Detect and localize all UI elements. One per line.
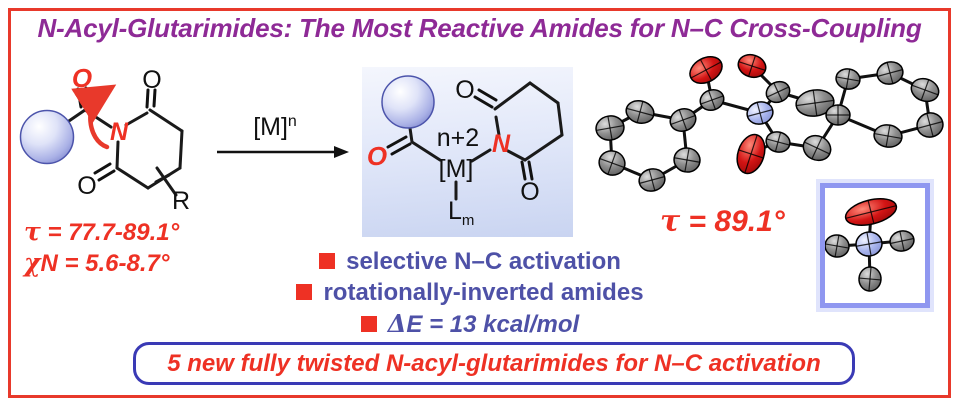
carbon-ellipsoid [835, 68, 861, 90]
imide-oxygen-bottom-label: O [77, 172, 96, 200]
arrowhead-icon [334, 146, 349, 158]
ligand-label: Lm [448, 197, 474, 229]
nitrogen-ellipsoid [855, 231, 883, 257]
r-group-label: R [172, 187, 190, 215]
bullet-square-icon [360, 315, 377, 332]
highlight-banner: 5 new fully twisted N-acyl-glutarimides … [133, 342, 855, 385]
metal-condition-label: [M]n [253, 113, 297, 141]
list-item: selective N–C activation [260, 246, 680, 277]
bullet-square-icon [319, 252, 336, 269]
oxygen-ellipsoid [844, 198, 898, 226]
nitrogen-ellipsoid [746, 101, 774, 125]
carbon-ellipsoid [595, 115, 625, 141]
metal-complex-structure: O n+2 [M] N O O Lm [367, 75, 564, 229]
tau-symbol: τ [660, 204, 681, 239]
bullet-square-icon [296, 283, 313, 300]
aryl-sphere [381, 75, 435, 129]
nitrogen-label: N [492, 130, 511, 158]
chi-range-label: χN = 5.6-8.7° [24, 248, 170, 277]
carbon-ellipsoid [916, 112, 944, 138]
carbon-ellipsoid [910, 77, 940, 103]
carbon-ellipsoid [598, 150, 626, 176]
figure-title: N-Acyl-Glutarimides: The Most Reactive A… [37, 13, 922, 43]
chi-symbol: χ [24, 248, 41, 277]
tau-symbol: τ [24, 217, 41, 246]
carbon-ellipsoid [889, 230, 915, 252]
carbon-ellipsoid [858, 266, 882, 292]
carbon-ellipsoid [876, 61, 904, 85]
acyl-oxygen-label: O [367, 141, 387, 171]
nitrogen-label: N [110, 118, 129, 146]
acyl-oxygen-label: O [72, 63, 92, 93]
banner-text: 5 new fully twisted N-acyl-glutarimides … [167, 349, 821, 377]
aryl-sphere [19, 109, 75, 165]
bonds [386, 81, 564, 201]
oxygen-ellipsoid [737, 53, 767, 79]
carbon-ellipsoid [673, 147, 701, 173]
carbon-ellipsoid [669, 107, 697, 133]
imide-oxygen-bottom-label: O [520, 178, 539, 206]
xray-crystal-structure [595, 53, 944, 192]
imide-oxygen-top-label: O [455, 76, 474, 104]
oxygen-ellipsoid [689, 55, 723, 85]
n-acyl-glutarimide-structure: O N O O R [19, 63, 190, 215]
list-item: ΔE = 13 kcal/mol [260, 308, 680, 340]
carbon-ellipsoid [765, 80, 791, 104]
carbon-ellipsoid [625, 100, 655, 124]
key-points-list: selective N–C activation rotationally-in… [260, 246, 680, 340]
carbon-ellipsoid [825, 234, 850, 258]
carbon-ellipsoid [802, 134, 832, 162]
oxidation-state-label: n+2 [437, 124, 479, 152]
reaction-arrow: [M]n [217, 113, 349, 158]
nitrogen-pyramid-inset [820, 183, 930, 308]
delta-symbol: Δ [387, 309, 407, 338]
list-item: rotationally-inverted amides [260, 277, 680, 308]
tau-range-label: τ = 77.7-89.1° [24, 217, 180, 246]
oxygen-ellipsoid [736, 133, 766, 175]
carbon-ellipsoid [765, 131, 791, 153]
twist-angle-labels: τ = 77.7-89.1° χN = 5.6-8.7° [24, 217, 179, 279]
carbon-ellipsoid [699, 88, 725, 112]
crystal-tau-label: τ = 89.1° [660, 204, 785, 239]
metal-label: [M] [439, 155, 474, 183]
carbon-ellipsoid [873, 124, 903, 148]
carbon-ellipsoid [638, 168, 666, 192]
metal-complex-panel: O n+2 [M] N O O Lm [362, 67, 573, 237]
carbon-ellipsoid [825, 104, 851, 126]
imide-oxygen-top-label: O [142, 66, 161, 94]
carbon-ellipsoid [795, 89, 835, 117]
inset-ortep [825, 198, 915, 292]
rotation-arrow-icon [71, 84, 117, 150]
